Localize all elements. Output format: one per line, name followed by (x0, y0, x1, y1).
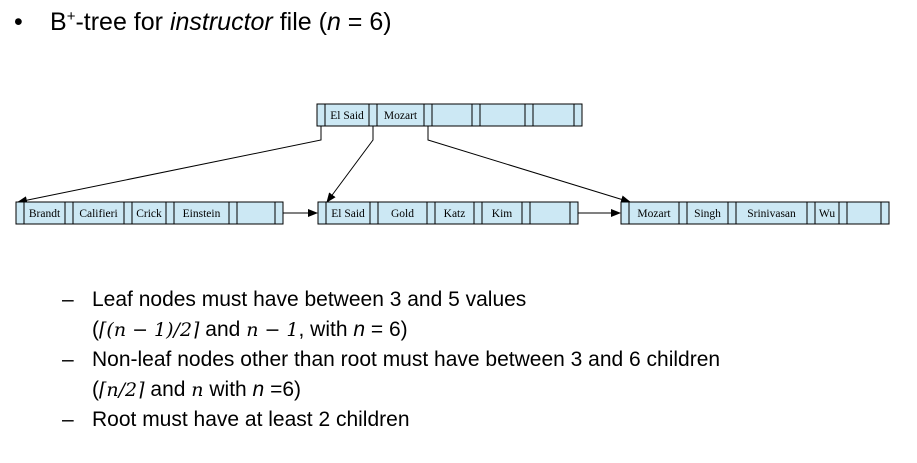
constraint-line: Leaf nodes must have between 3 and 5 val… (92, 288, 527, 311)
constraint-close: = 6) (365, 318, 408, 341)
child-pointer-arrow (326, 126, 374, 203)
node-key-label: Einstein (183, 208, 221, 220)
title-n: n (326, 8, 341, 36)
pointer-slot (838, 201, 848, 225)
pointer-slot (317, 201, 327, 225)
node-key-label: Califieri (79, 208, 117, 220)
node-key-label: Mozart (637, 208, 671, 220)
math-expression: n (191, 379, 204, 401)
node-key-label: Crick (136, 208, 162, 220)
pointer-slot (678, 201, 688, 225)
leaf-node-2: El Said Gold Katz Kim (317, 201, 579, 225)
dash: – (62, 408, 74, 431)
pointer-slot (524, 103, 534, 127)
slide-title: • B+-tree for instructor file (n = 6) (14, 8, 392, 37)
constraint-open: ( (92, 378, 99, 401)
title-end: = 6) (340, 8, 392, 36)
node-key-label: Mozart (384, 110, 418, 122)
pointer-slot (123, 201, 133, 225)
title-superscript: + (66, 8, 76, 25)
title-suffix: file ( (272, 8, 327, 36)
key-slot (846, 201, 882, 225)
pointer-slot (880, 201, 890, 225)
connector-text: and (144, 378, 192, 401)
connector-text: and (199, 318, 247, 341)
pointer-slot (15, 201, 25, 225)
pointer-slot (806, 201, 816, 225)
math-expression: n − 1 (246, 319, 299, 341)
child-pointer-arrow (427, 126, 631, 204)
pointer-slot (368, 103, 378, 127)
constraint-leaf-nodes: – Leaf nodes must have between 3 and 5 v… (62, 285, 720, 345)
pointer-slot (369, 201, 379, 225)
key-slot (479, 103, 526, 127)
node-key-label: Katz (444, 208, 466, 220)
node-key-label: Singh (694, 208, 721, 220)
math-expression: ⌈n/2⌉ (99, 379, 145, 401)
node-key-label: Srinivasan (747, 208, 796, 220)
pointer-slot (471, 103, 481, 127)
node-key-label: Brandt (29, 208, 61, 220)
constraint-nonleaf-nodes: – Non-leaf nodes other than root must ha… (62, 345, 720, 405)
n-variable: n (252, 378, 265, 401)
title-italic-word: instructor (169, 8, 273, 36)
pointer-slot (569, 201, 579, 225)
pointer-slot (423, 103, 433, 127)
connector-text: , with (298, 318, 354, 341)
constraint-line: Non-leaf nodes other than root must have… (92, 348, 721, 371)
dash: – (62, 348, 74, 371)
leaf-node-1: Brandt Califieri Crick Einstein (15, 201, 284, 225)
root-node: El Said Mozart (316, 103, 583, 127)
node-key-label: Wu (819, 208, 835, 220)
key-slot (532, 103, 575, 127)
key-slot (529, 201, 571, 225)
pointer-slot (426, 201, 436, 225)
node-key-label: Gold (391, 208, 414, 220)
math-expression: ⌈(n − 1)/2⌉ (99, 319, 200, 341)
constraint-root: – Root must have at least 2 children (62, 405, 720, 435)
pointer-slot (727, 201, 737, 225)
leaf-node-3: Mozart Singh Srinivasan Wu (620, 201, 890, 225)
constraint-text: Leaf nodes must have between 3 and 5 val… (92, 285, 526, 345)
node-key-label: El Said (331, 208, 365, 220)
pointer-slot (274, 201, 284, 225)
constraint-open: ( (92, 318, 99, 341)
title-middle: -tree for (75, 8, 170, 36)
constraints-list: – Leaf nodes must have between 3 and 5 v… (62, 285, 720, 435)
constraint-close: =6) (264, 378, 302, 401)
pointer-slot (620, 201, 630, 225)
pointer-slot (573, 103, 583, 127)
key-slot (236, 201, 276, 225)
key-slot (431, 103, 473, 127)
n-variable: n (353, 318, 366, 341)
child-pointer-arrow (17, 126, 322, 205)
constraint-line: Root must have at least 2 children (92, 408, 410, 431)
connector-text: with (203, 378, 253, 401)
pointer-slot (64, 201, 74, 225)
title-bullet: • (14, 8, 23, 36)
node-key-label: Kim (492, 208, 513, 220)
constraint-text: Non-leaf nodes other than root must have… (92, 345, 720, 405)
pointer-slot (165, 201, 175, 225)
pointer-slot (228, 201, 238, 225)
title-prefix: B (50, 8, 67, 36)
dash: – (62, 288, 74, 311)
pointer-slot (521, 201, 531, 225)
pointer-slot (316, 103, 326, 127)
node-key-label: El Said (330, 110, 364, 122)
pointer-slot (473, 201, 483, 225)
